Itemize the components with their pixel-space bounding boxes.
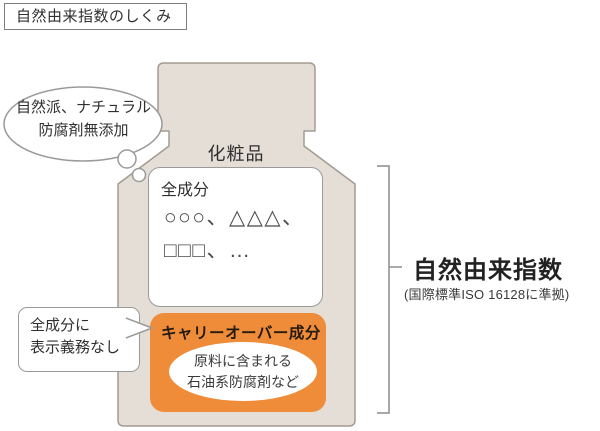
product-label: 化粧品 [207, 144, 265, 164]
note-bubble-line1: 全成分に [30, 317, 91, 334]
index-title: 自然由来指数 [413, 257, 563, 284]
note-bubble-tail [125, 317, 153, 339]
thought-bubble-dot-large [117, 149, 137, 169]
annotation-bracket [377, 165, 390, 414]
carryover-ellipse-line1: 原料に含まれる [194, 352, 292, 369]
ingredients-label: 全成分 [161, 182, 210, 199]
carryover-ellipse-line2: 石油系防腐剤など [187, 373, 299, 390]
ingredients-symbols-line1: ○○○、△△△、 [164, 206, 305, 229]
ingredients-symbols-line2: □□□、… [164, 239, 252, 262]
thought-bubble-text: 自然派、ナチュラル 防腐剤無添加 [12, 96, 155, 142]
diagram-title-box: 自然由来指数のしくみ [4, 3, 187, 30]
carryover-title: キャリーオーバー成分 [161, 325, 321, 342]
thought-bubble-line2: 防腐剤無添加 [38, 122, 129, 139]
ingredients-box: 全成分 ○○○、△△△、 □□□、… [148, 167, 323, 307]
note-bubble-line2: 表示義務なし [30, 339, 121, 356]
carryover-box: キャリーオーバー成分 原料に含まれる 石油系防腐剤など [150, 313, 326, 412]
thought-bubble-line1: 自然派、ナチュラル [15, 99, 151, 116]
thought-bubble-dot-small [131, 167, 147, 183]
diagram-title: 自然由来指数のしくみ [16, 8, 172, 25]
note-bubble: 全成分に 表示義務なし [18, 307, 140, 372]
index-subtitle: (国際標準ISO 16128に準拠) [404, 287, 570, 302]
carryover-ellipse: 原料に含まれる 石油系防腐剤など [169, 342, 317, 401]
thought-bubble-shape [3, 86, 163, 162]
